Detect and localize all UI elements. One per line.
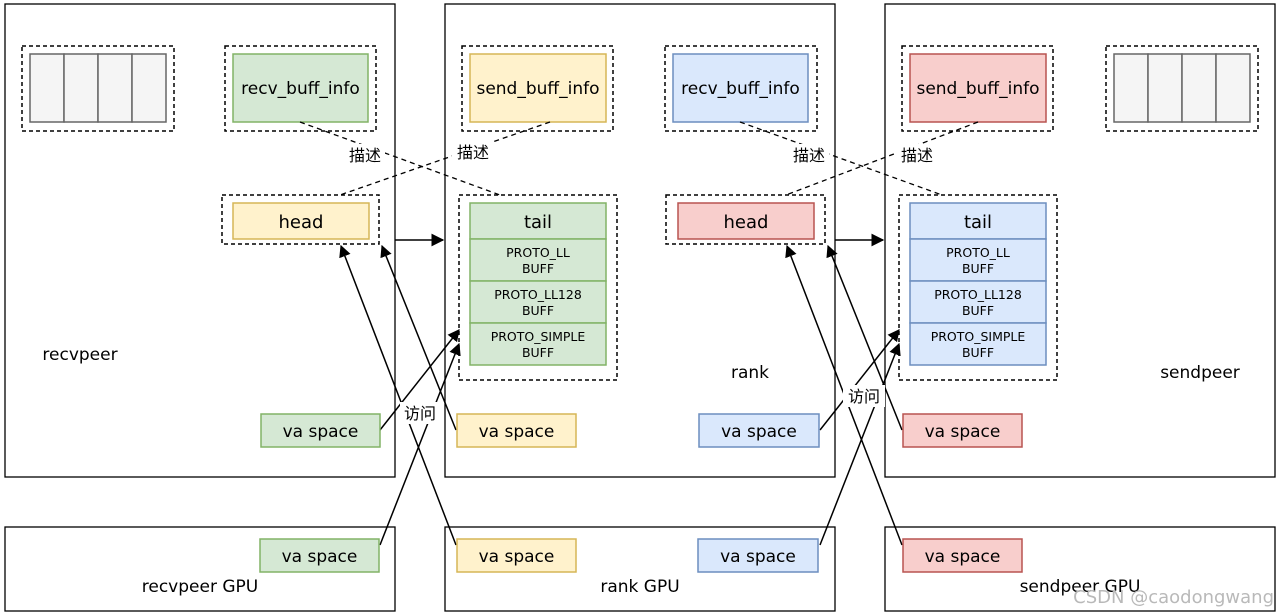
rank-tail-stack — [469, 202, 607, 366]
recvpeer-va-space-box — [260, 413, 381, 448]
sendpeer-send-info-group — [901, 45, 1054, 132]
rank-proto-ll128-line1: PROTO_LL128 — [494, 287, 582, 302]
rank-va-space-box-left — [456, 413, 577, 448]
recvpeer-label: recvpeer — [42, 345, 117, 365]
rank-proto-simple-line1: PROTO_SIMPLE — [491, 329, 586, 344]
sendpeer-send-buff-info-box — [909, 53, 1047, 123]
recvpeer-gpu-va-space-box — [259, 538, 380, 573]
sendpeer-tail-label: tail — [964, 212, 992, 233]
sendpeer-gpu-label: sendpeer GPU — [1020, 577, 1141, 597]
rank-gpu-va-space-label-right: va space — [720, 547, 796, 567]
sendpeer-proto-ll-line1: PROTO_LL — [946, 245, 1010, 260]
rank-send-buff-info-box — [469, 53, 607, 123]
recvpeer-head-box — [232, 202, 370, 240]
recvpeer-buffer-cells — [29, 53, 167, 123]
rank-proto-ll-line2: BUFF — [522, 261, 554, 276]
rank-gpu-va-space-box-left — [456, 538, 577, 573]
rank-recv-buff-info-box — [672, 53, 809, 123]
sendpeer-proto-simple-line2: BUFF — [962, 345, 994, 360]
sendpeer-va-space-box — [902, 413, 1023, 448]
describe-label-1: 描述 — [349, 146, 381, 165]
recvpeer-head-label: head — [279, 212, 324, 233]
rank-label: rank — [731, 363, 769, 383]
rank-send-info-group — [461, 45, 614, 132]
rank-head-group — [665, 194, 826, 245]
rank-send-buff-info-label: send_buff_info — [476, 79, 599, 99]
sendpeer-proto-simple-line1: PROTO_SIMPLE — [931, 329, 1026, 344]
rank-tail-label: tail — [524, 212, 552, 233]
rank-proto-ll-line1: PROTO_LL — [506, 245, 570, 260]
watermark: CSDN @caodongwang — [1073, 587, 1274, 608]
recvpeer-head-group — [221, 194, 380, 245]
describe-label-2: 描述 — [457, 143, 489, 162]
rank-gpu-va-space-label-left: va space — [479, 547, 555, 567]
recvpeer-gpu-label: recvpeer GPU — [142, 577, 258, 597]
recvpeer-recv-info-group — [224, 45, 377, 132]
sendpeer-tail-stack — [909, 202, 1047, 366]
access-arrows — [339, 244, 903, 546]
sendpeer-proto-ll-line2: BUFF — [962, 261, 994, 276]
rank-tail-group — [458, 194, 618, 381]
rank-head-box — [677, 202, 815, 240]
rank-va-space-label-right: va space — [721, 422, 797, 442]
describe-lines — [299, 121, 979, 196]
recvpeer-va-space-label: va space — [283, 422, 359, 442]
rank-gpu-label: rank GPU — [600, 577, 679, 597]
describe-label-3: 描述 — [793, 146, 825, 165]
rank-proto-ll128-line2: BUFF — [522, 303, 554, 318]
sendpeer-gpu-va-space-box — [902, 538, 1023, 573]
rank-va-space-label-left: va space — [479, 422, 555, 442]
rank-proto-simple-line2: BUFF — [522, 345, 554, 360]
rank-gpu-va-space-box-right — [697, 538, 819, 573]
sendpeer-va-space-label: va space — [925, 422, 1001, 442]
sendpeer-proto-ll128-line1: PROTO_LL128 — [934, 287, 1022, 302]
recvpeer-gpu-va-space-label: va space — [282, 547, 358, 567]
sendpeer-proto-ll128-line2: BUFF — [962, 303, 994, 318]
rank-recv-buff-info-label: recv_buff_info — [681, 79, 800, 99]
sendpeer-label: sendpeer — [1160, 363, 1240, 383]
sendpeer-send-buff-info-label: send_buff_info — [916, 79, 1039, 99]
rank-head-label: head — [724, 212, 769, 233]
recvpeer-recv-buff-info-label: recv_buff_info — [241, 79, 360, 99]
describe-label-4: 描述 — [901, 146, 933, 165]
sendpeer-buffer-cells — [1113, 53, 1251, 123]
access-label-1: 访问 — [404, 404, 436, 423]
recvpeer-recv-buff-info-box — [232, 53, 369, 123]
sendpeer-tail-group — [898, 194, 1058, 381]
rank-va-space-box-right — [698, 413, 820, 448]
sendpeer-gpu-va-space-label: va space — [925, 547, 1001, 567]
access-label-2: 访问 — [848, 387, 880, 406]
